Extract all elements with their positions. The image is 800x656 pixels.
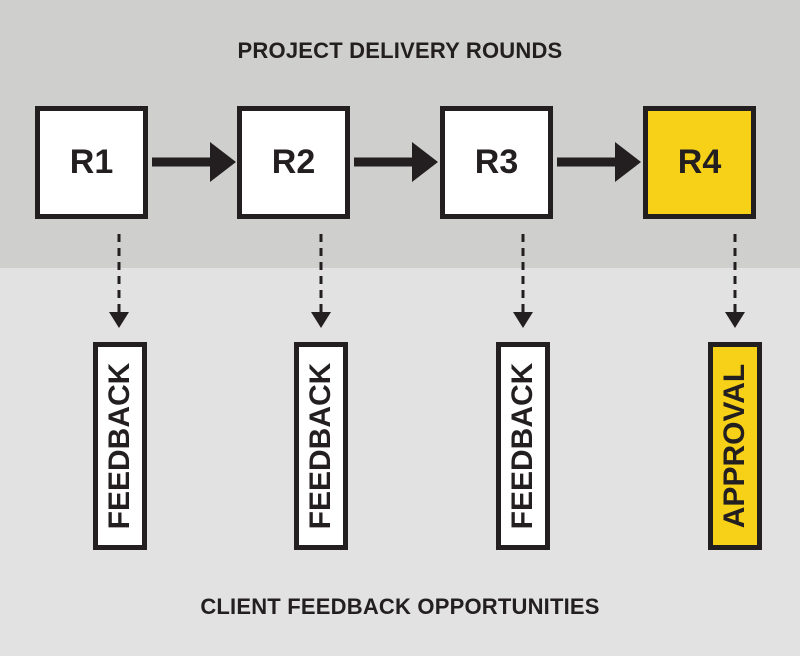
round-r3-label: R3 xyxy=(474,143,519,181)
feedback-tag-r1-label: FEEDBACK xyxy=(103,362,136,530)
approval-tag-r4-label: APPROVAL xyxy=(718,363,751,529)
round-r3-box: R3 xyxy=(440,106,553,219)
approval-tag-r4: APPROVAL xyxy=(708,342,762,550)
diagram-title: PROJECT DELIVERY ROUNDS xyxy=(237,38,563,63)
feedback-tag-r3-label: FEEDBACK xyxy=(506,362,539,530)
round-r4-box: R4 xyxy=(643,106,756,219)
round-r1-box: R1 xyxy=(35,106,148,219)
feedback-tag-r2-label: FEEDBACK xyxy=(304,362,337,530)
round-r1-label: R1 xyxy=(69,143,114,181)
feedback-tag-r1: FEEDBACK xyxy=(93,342,147,550)
round-r2-label: R2 xyxy=(271,143,316,181)
round-r2-box: R2 xyxy=(237,106,350,219)
round-r4-label: R4 xyxy=(677,143,722,181)
feedback-tag-r3: FEEDBACK xyxy=(496,342,550,550)
diagram-footer: CLIENT FEEDBACK OPPORTUNITIES xyxy=(200,594,600,619)
feedback-tag-r2: FEEDBACK xyxy=(294,342,348,550)
